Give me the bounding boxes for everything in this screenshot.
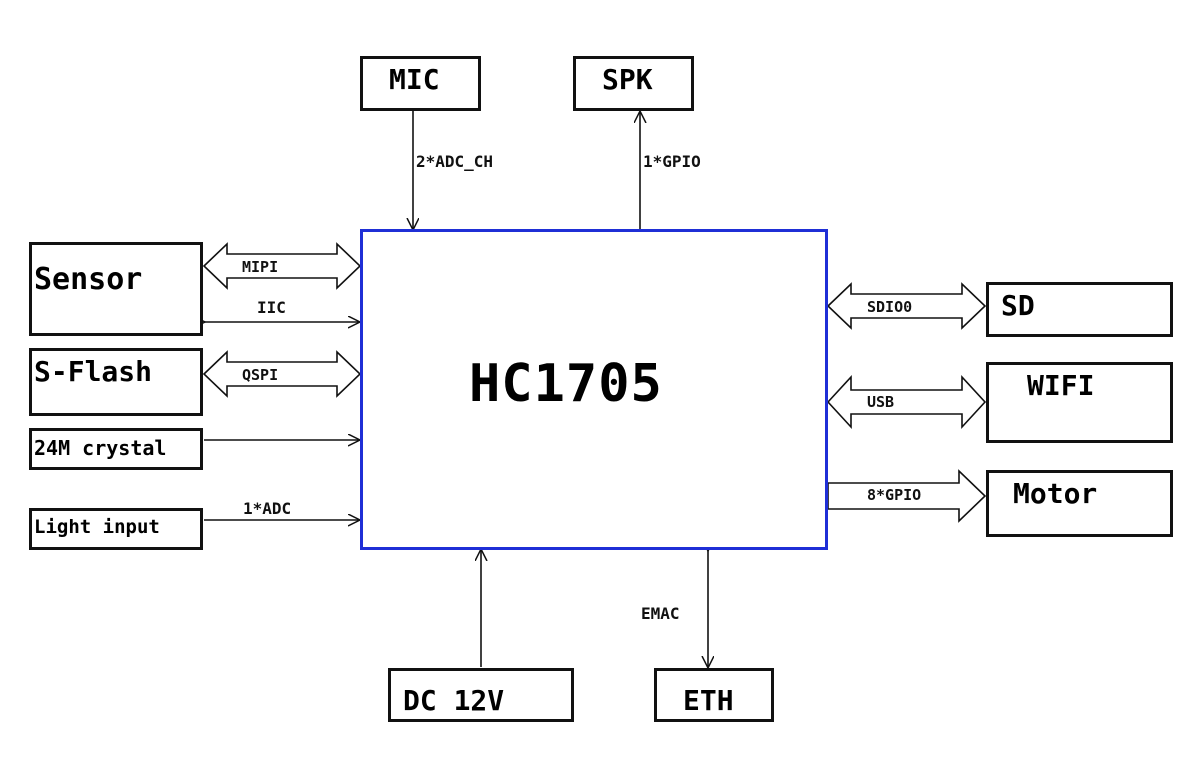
mic-label: MIC	[389, 63, 440, 96]
crystal-label: 24M crystal	[34, 436, 167, 460]
mipi-arrow	[202, 242, 362, 290]
gpio-arrow	[827, 469, 987, 523]
sdio-arrow	[826, 282, 987, 330]
chip-box: HC1705	[360, 229, 828, 550]
light-label: Light input	[34, 516, 160, 538]
motor-label: Motor	[1013, 477, 1098, 510]
mipi-link-label: MIPI	[242, 258, 279, 276]
mic-box: MIC	[360, 56, 481, 111]
wifi-box: WIFI	[986, 362, 1173, 443]
sflash-label: S-Flash	[34, 355, 153, 388]
motor-box: Motor	[986, 470, 1173, 537]
sensor-box: Sensor	[29, 242, 203, 336]
dc-box: DC 12V	[388, 668, 574, 722]
spk-link-label: 1*GPIO	[643, 152, 701, 171]
chip-label: HC1705	[469, 354, 663, 414]
dc-label: DC 12V	[403, 684, 505, 717]
eth-label: ETH	[683, 684, 734, 717]
gpio8-link-label: 8*GPIO	[867, 486, 922, 504]
sd-box: SD	[986, 282, 1173, 337]
spk-box: SPK	[573, 56, 694, 111]
usb-link-label: USB	[867, 393, 895, 411]
sd-label: SD	[1001, 289, 1035, 322]
crystal-box: 24M crystal	[29, 428, 203, 470]
spk-label: SPK	[602, 63, 653, 96]
usb-arrow	[826, 374, 987, 430]
iic-link-label: IIC	[257, 298, 286, 317]
qspi-link-label: QSPI	[242, 366, 279, 384]
sdio-link-label: SDIO0	[867, 298, 913, 316]
wifi-label: WIFI	[1027, 369, 1095, 402]
light-box: Light input	[29, 508, 203, 550]
emac-link-label: EMAC	[641, 604, 680, 623]
eth-box: ETH	[654, 668, 774, 722]
adc-link-label: 1*ADC	[243, 499, 292, 518]
sensor-label: Sensor	[34, 262, 143, 297]
qspi-arrow	[202, 350, 362, 398]
sflash-box: S-Flash	[29, 348, 203, 416]
mic-link-label: 2*ADC_CH	[416, 152, 494, 171]
